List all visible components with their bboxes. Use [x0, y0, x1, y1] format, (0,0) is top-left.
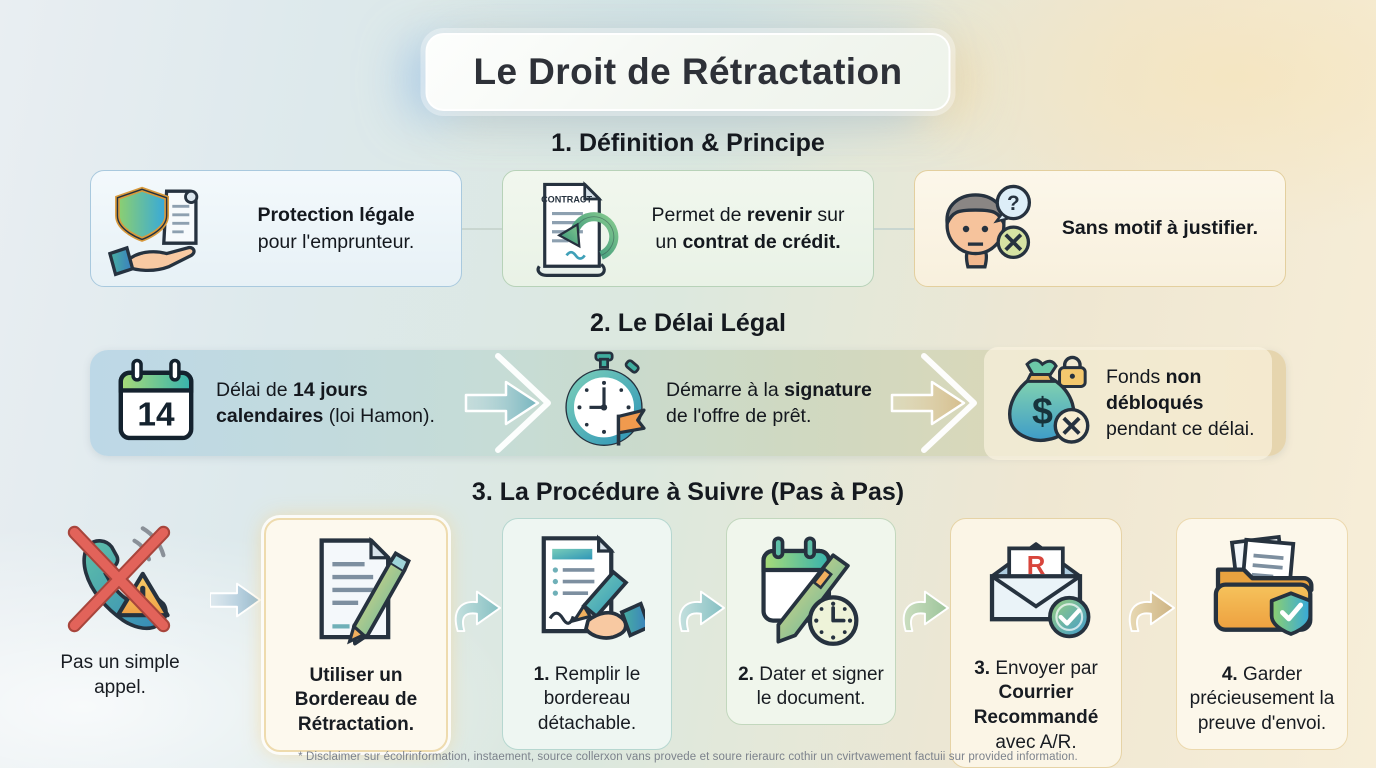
banner-arrow-icon [462, 350, 558, 456]
section-delai-heading: 2. Le Délai Légal [590, 309, 786, 337]
step-2-card: 2. Dater et signer le document. [726, 518, 896, 726]
step-arrow-curved-icon [1122, 578, 1176, 634]
delai-14-text: Délai de 14 jours calendaires (loi Hamon… [216, 378, 435, 427]
card-sans-motif: ? Sans motif à justifier. [914, 170, 1286, 287]
card-connector-line [874, 227, 914, 230]
keep-proof-icon [1203, 534, 1321, 654]
page-title-box: Le Droit de Rétractation [425, 33, 951, 111]
step-2-caption: 2. Dater et signer le document. [738, 663, 884, 710]
section-procedure-heading: 3. La Procédure à Suivre (Pas à Pas) [471, 478, 905, 506]
svg-text:$: $ [1032, 390, 1053, 432]
definition-cards-row: Protection légale pour l'emprunteur. CON… [90, 170, 1286, 287]
delai-banner: 14 Délai de 14 jours calendaires (loi Ha… [90, 346, 1286, 460]
step-4-caption: 4. Garder précieusement la preuve d'envo… [1189, 663, 1335, 735]
registered-mail-icon: R [977, 542, 1095, 648]
step-no-phone: Pas un simple appel. [30, 518, 210, 700]
delai-fonds-text: Fonds non débloqués pendant ce délai. [1106, 365, 1255, 441]
svg-text:14: 14 [137, 396, 175, 433]
step-4-card: 4. Garder précieusement la preuve d'envo… [1176, 518, 1348, 750]
card-protection-legale: Protection légale pour l'emprunteur. [90, 170, 462, 287]
shield-hand-icon [105, 181, 215, 277]
step-1-caption: 1. Remplir le bordereau détachable. [533, 663, 641, 735]
card-connector-line [462, 227, 502, 230]
banner-arrow-icon [888, 350, 984, 456]
card-revenir-text: Permet de revenir sur un contrat de créd… [651, 204, 845, 253]
step-3-caption: 3. Envoyer par Courrier Recommandé avec … [973, 657, 1099, 753]
step-arrow-icon [210, 578, 264, 622]
fill-form-icon [529, 534, 652, 654]
delai-item-fonds: $ Fonds non débloqués pendant ce délai. [984, 346, 1272, 460]
moneybag-lock-icon: $ [998, 353, 1092, 454]
section-definition-heading: 1. Définition & Principe [551, 129, 825, 157]
stopwatch-flag-icon [558, 350, 650, 456]
calendar-14-icon: 14 [112, 357, 200, 450]
step-arrow-curved-icon [672, 578, 726, 634]
card-revenir-contrat: CONTRACT Permet de revenir sur un contra… [502, 170, 874, 287]
step-bordereau-card: Utiliser un Bordereau de Rétractation. [264, 518, 448, 752]
page-title: Le Droit de Rétractation [473, 51, 903, 92]
delai-item-14-jours: 14 Délai de 14 jours calendaires (loi Ha… [90, 357, 462, 450]
svg-text:R: R [1027, 552, 1046, 580]
card-protection-text: Protection légale pour l'emprunteur. [257, 204, 415, 253]
step-arrow-curved-icon [896, 578, 950, 634]
step-bordereau-caption: Utiliser un Bordereau de Rétractation. [294, 664, 418, 736]
svg-text:CONTRACT: CONTRACT [541, 194, 592, 204]
step-arrow-curved-icon [448, 578, 502, 634]
svg-text:?: ? [1007, 192, 1020, 215]
date-sign-icon [753, 536, 869, 654]
no-phone-icon [45, 525, 195, 644]
delai-item-signature: Démarre à la signature de l'offre de prê… [558, 350, 888, 456]
step-1-card: 1. Remplir le bordereau détachable. [502, 518, 672, 750]
no-phone-caption: Pas un simple appel. [60, 652, 180, 698]
step-3-card: R 3. Envoyer par Courrier Recommandé ave… [950, 518, 1122, 768]
person-question-icon: ? [929, 181, 1039, 277]
document-pen-icon [297, 536, 415, 655]
delai-signature-text: Démarre à la signature de l'offre de prê… [666, 378, 872, 427]
procedure-steps-row: Pas un simple appel. [30, 518, 1348, 768]
contract-return-icon: CONTRACT [517, 179, 627, 279]
disclaimer-text: * Disclaimer sur écolrinformation, insta… [298, 751, 1078, 763]
card-sans-motif-text: Sans motif à justifier. [1061, 217, 1259, 240]
